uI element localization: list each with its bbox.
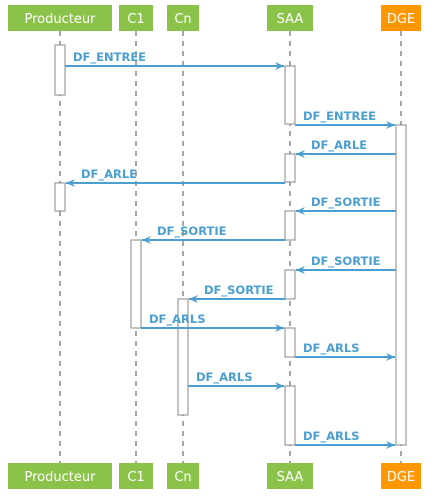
participant-label: Producteur [25, 470, 97, 485]
activation-bar-cn [177, 298, 189, 416]
message-10: DF_ARLS [295, 341, 395, 361]
message-label: DF_ENTREE [303, 109, 376, 124]
participant-producteur-bottom: Producteur [8, 463, 112, 489]
participant-box [167, 463, 199, 489]
participant-label: Cn [174, 470, 191, 485]
activation-bar-producteur [54, 182, 66, 212]
activation-bar-saa [284, 65, 296, 125]
participant-box [267, 463, 313, 489]
participant-box [8, 463, 112, 489]
participant-dge-top: DGE [381, 5, 421, 31]
message-label: DF_ARLS [196, 370, 253, 385]
participant-box [119, 463, 153, 489]
activation-bar-dge [395, 124, 407, 446]
message-label: DF_ARLS [303, 341, 360, 356]
message-9: DF_ARLS [141, 312, 284, 332]
message-label: DF_ARLS [149, 312, 206, 327]
participant-cn-top: Cn [167, 5, 199, 31]
activation-bar-saa [284, 210, 296, 241]
message-11: DF_ARLS [188, 370, 284, 390]
activation-bar-saa [284, 327, 296, 358]
message-label: DF_ARLE [81, 167, 137, 182]
message-label: DF_ENTREE [73, 50, 146, 65]
message-8: DF_SORTIE [189, 283, 285, 303]
participant-box [167, 5, 199, 31]
participant-c1-top: C1 [119, 5, 153, 31]
participant-saa-top: SAA [267, 5, 313, 31]
message-label: DF_ARLE [311, 138, 367, 153]
message-label: DF_ARLS [303, 429, 360, 444]
message-6: DF_SORTIE [142, 224, 285, 244]
message-5: DF_SORTIE [296, 195, 396, 215]
message-label: DF_SORTIE [157, 224, 227, 239]
message-4: DF_ARLE [66, 167, 285, 187]
participant-dge-bottom: DGE [381, 463, 421, 489]
activation-bar-saa [284, 385, 296, 446]
activation-bar-producteur [54, 44, 66, 96]
activation-bar-c1 [130, 239, 142, 329]
participant-label: Producteur [25, 12, 97, 27]
participant-box [119, 5, 153, 31]
participant-label: C1 [127, 470, 144, 485]
participant-label: C1 [127, 12, 144, 27]
participant-saa-bottom: SAA [267, 463, 313, 489]
participant-label: DGE [387, 470, 415, 485]
message-3: DF_ARLE [296, 138, 396, 158]
participant-producteur-top: Producteur [8, 5, 112, 31]
participant-box [381, 463, 421, 489]
participant-box [8, 5, 112, 31]
participant-c1-bottom: C1 [119, 463, 153, 489]
participant-cn-bottom: Cn [167, 463, 199, 489]
message-label: DF_SORTIE [204, 283, 274, 298]
participant-label: DGE [387, 12, 415, 27]
participant-label: Cn [174, 12, 191, 27]
participant-label: SAA [277, 12, 304, 27]
activation-bar-saa [284, 153, 296, 183]
message-label: DF_SORTIE [311, 254, 381, 269]
participant-label: SAA [277, 470, 304, 485]
activation-bar-saa [284, 269, 296, 300]
message-label: DF_SORTIE [311, 195, 381, 210]
participant-box [381, 5, 421, 31]
participant-box [267, 5, 313, 31]
message-7: DF_SORTIE [296, 254, 396, 274]
message-12: DF_ARLS [295, 429, 395, 449]
message-1: DF_ENTREE [65, 50, 284, 70]
message-2: DF_ENTREE [295, 109, 395, 129]
